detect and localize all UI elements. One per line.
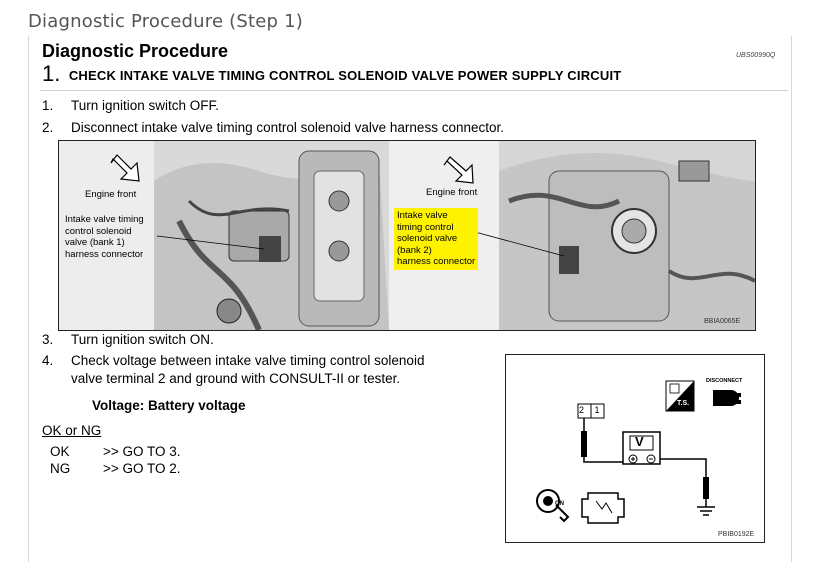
- result-ng-action: >> GO TO 2.: [103, 461, 181, 476]
- page-header: Diagnostic Procedure (Step 1): [28, 11, 303, 32]
- right-direction-label: Engine front: [426, 187, 478, 198]
- step-text: Disconnect intake valve timing control s…: [71, 120, 504, 135]
- step-heading-number: 1.: [42, 61, 61, 86]
- result-ng-status: NG: [50, 461, 71, 476]
- step-heading: 1. CHECK INTAKE VALVE TIMING CONTROL SOL…: [42, 61, 621, 87]
- callout-line: harness connector: [397, 256, 476, 267]
- step-text: Turn ignition switch ON.: [71, 332, 214, 347]
- callout-line: Intake valve: [397, 210, 448, 221]
- step-heading-text: CHECK INTAKE VALVE TIMING CONTROL SOLENO…: [68, 68, 622, 83]
- callout-line: solenoid valve: [397, 233, 458, 244]
- figure-id: PBIB0192E: [718, 531, 755, 538]
- instruction-step-4-continued: valve terminal 2 and ground with CONSULT…: [71, 371, 401, 386]
- document-id: UBS00990Q: [736, 52, 776, 59]
- procedure-title: Diagnostic Procedure: [42, 41, 229, 61]
- callout-line: (bank 2): [397, 244, 432, 256]
- callout-line: valve (bank 1): [65, 237, 125, 248]
- voltmeter-label: V: [635, 434, 644, 449]
- result-ok-status: OK: [50, 444, 70, 459]
- step-text: Check voltage between intake valve timin…: [71, 353, 425, 368]
- bank2-connector-callout-highlighted: Intake valve timing control solenoid val…: [394, 208, 479, 270]
- step-number: 2.: [42, 120, 54, 135]
- voltage-check-diagram: 2 1 V T.S. DISCONNECT ON PBIB0192E: [505, 354, 765, 543]
- engine-photo-figure: Engine front Intake valve timing control…: [58, 140, 756, 331]
- callout-line: harness connector: [65, 248, 144, 260]
- step-number: 1.: [42, 98, 54, 113]
- result-ok-action: >> GO TO 3.: [103, 444, 181, 459]
- step-number: 4.: [42, 353, 54, 368]
- bank1-connector-callout: Intake valve timing control solenoid val…: [65, 214, 144, 260]
- ignition-on-label: ON: [555, 501, 564, 507]
- voltage-spec: Voltage: Battery voltage: [92, 398, 246, 413]
- connector-terminal-numbers: 2 1: [579, 405, 604, 415]
- heading-divider: [40, 90, 788, 91]
- ts-badge-label: T.S.: [677, 400, 690, 407]
- callout-line: timing control: [397, 221, 454, 233]
- left-direction-label: Engine front: [85, 189, 137, 200]
- document-frame: [28, 36, 792, 562]
- callout-line: control solenoid: [65, 225, 132, 237]
- circuit-schematic: [536, 380, 741, 524]
- engine-photo-illustration: [59, 141, 755, 330]
- step-number: 3.: [42, 332, 54, 347]
- callout-line: Intake valve timing: [65, 214, 144, 225]
- disconnect-label: DISCONNECT: [706, 378, 743, 384]
- figure-id: BBIA0065E: [704, 318, 741, 325]
- step-text: Turn ignition switch OFF.: [71, 98, 220, 113]
- ok-ng-label: OK or NG: [42, 423, 102, 438]
